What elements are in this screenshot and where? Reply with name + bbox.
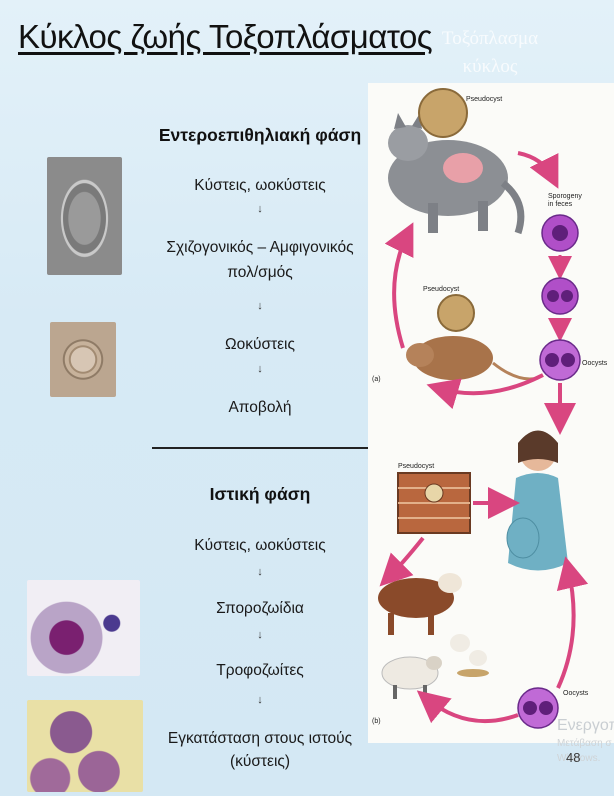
sheep-illustration: (b) [372,656,442,725]
intestinal-phase-heading: Εντεροεπιθηλιακή φάση [150,125,370,146]
intestinal-step-2b: πολ/σμός [145,263,375,283]
life-cycle-illustration: Pseudocyst Sporogeny in feces Oocysts Ps… [368,83,614,743]
down-arrow-icon: ↓ [145,300,375,312]
pseudocyst-label-tissue: Pseudocyst [398,463,434,470]
pseudocyst-label-top: Pseudocyst [466,96,502,103]
pseudocyst-label-mouse: Pseudocyst [423,286,459,293]
mouse-illustration: Pseudocyst (a) [372,286,538,383]
ghost-title-line-1: Τοξόπλασμα [425,25,555,53]
down-arrow-icon: ↓ [145,203,375,215]
page-number: 48 [566,750,580,765]
intestinal-step-2: Σχιζογονικός – Αμφιγονικός [145,238,375,258]
slide-title: Κύκλος ζωής Τοξοπλάσματος [18,18,432,56]
cycle-arrow [394,233,408,348]
tissue-step-4b: (κύστεις) [145,752,375,772]
panel-label-a: (a) [372,376,381,383]
panel-label-b: (b) [372,718,381,725]
tissue-cyst-micrograph [27,700,143,792]
tissue-step-4: Εγκατάσταση στους ιστούς [145,729,375,749]
sporogeny-label-2: in feces [548,201,573,208]
intestinal-step-1: Κύστεις, ωοκύστεις [145,176,375,196]
intestinal-step-4: Αποβολή [145,398,375,418]
cycle-arrow [426,698,518,721]
activation-line-1: Ενεργοπο [557,716,614,736]
cow-illustration [378,573,462,635]
life-cycle-svg: Pseudocyst Sporogeny in feces Oocysts Ps… [368,83,614,743]
phase-divider [152,447,380,449]
cycle-arrow [558,568,574,688]
cycle-arrow [388,538,423,578]
down-arrow-icon: ↓ [145,566,375,578]
down-arrow-icon: ↓ [145,629,375,641]
intestinal-step-3: Ωοκύστεις [145,335,375,355]
tissue-phase-heading: Ιστική φάση [150,484,370,505]
chicken-illustration [450,634,489,677]
down-arrow-icon: ↓ [145,363,375,375]
tissue-step-3: Τροφοζωίτες [145,661,375,681]
tachyzoite-micrograph [27,580,140,676]
oocysts-label-b: Oocysts [563,690,589,697]
pregnant-woman-illustration [507,431,568,571]
sporulated-oocyst-micrograph [50,322,116,397]
tissue-step-1: Κύστεις, ωοκύστεις [145,536,375,556]
tissue-step-2: Σποροζωίδια [145,599,375,619]
sporogeny-label-1: Sporogeny [548,193,582,200]
cycle-arrow [518,153,553,178]
ghost-title: Τοξόπλασμα κύκλος [425,25,555,81]
cat-illustration: Pseudocyst [388,89,521,233]
oocysts-label-a: Oocysts [582,360,608,367]
oocyst-micrograph [47,157,122,275]
down-arrow-icon: ↓ [145,694,375,706]
activation-line-2: Μετάβαση σ [557,736,614,751]
ghost-title-line-2: κύκλος [425,53,555,81]
